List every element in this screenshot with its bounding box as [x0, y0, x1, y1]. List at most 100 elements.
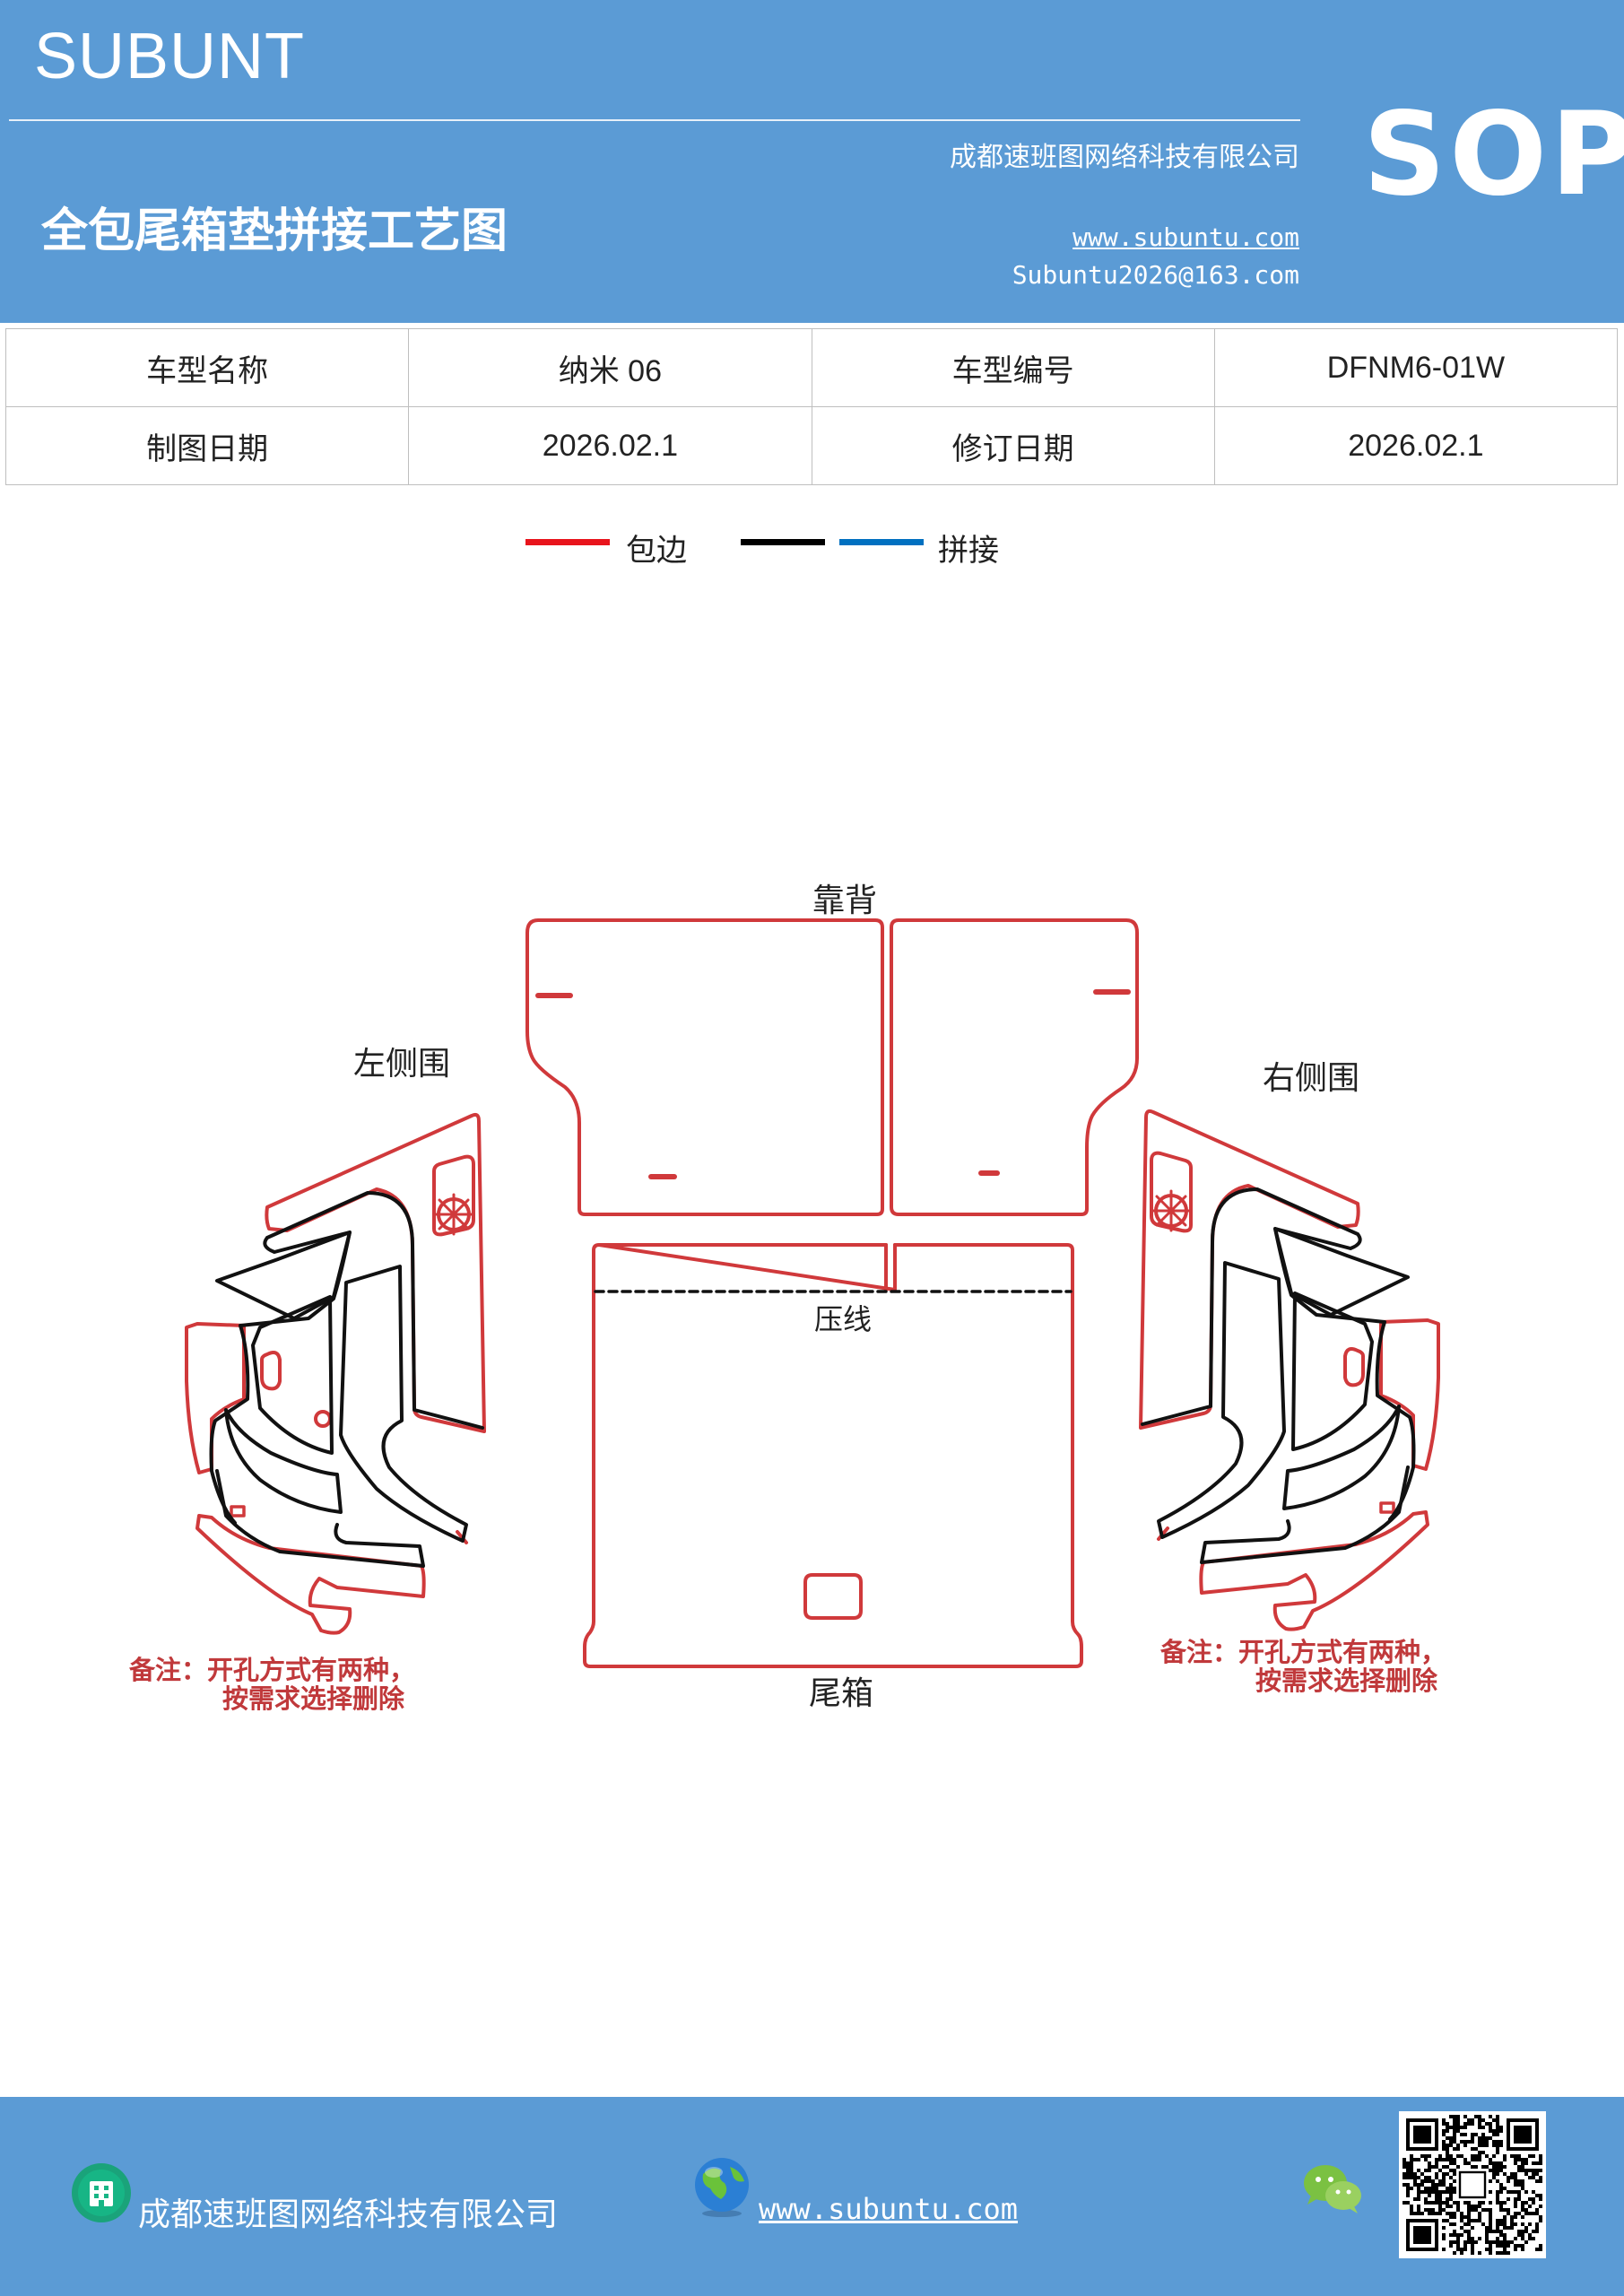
qr-module — [1524, 2201, 1528, 2205]
qr-module — [1514, 2158, 1517, 2161]
qr-module — [1521, 2244, 1524, 2248]
qr-module — [1532, 2237, 1535, 2240]
qr-module — [1474, 2154, 1478, 2158]
table-row: 制图日期 2026.02.1 修订日期 2026.02.1 — [4, 406, 1619, 485]
qr-module — [1478, 2118, 1481, 2122]
qr-module — [1435, 2190, 1438, 2194]
qr-module — [1435, 2183, 1438, 2187]
qr-module — [1521, 2248, 1524, 2251]
qr-module — [1410, 2187, 1413, 2190]
qr-module — [1481, 2140, 1485, 2144]
qr-module — [1481, 2126, 1485, 2129]
qr-module — [1517, 2212, 1521, 2215]
qr-module — [1539, 2179, 1542, 2183]
qr-module — [1442, 2165, 1446, 2169]
qr-module — [1442, 2129, 1446, 2133]
qr-module — [1524, 2212, 1528, 2215]
left-side-oval-slot — [260, 1351, 282, 1391]
qr-module — [1456, 2126, 1460, 2129]
qr-code[interactable] — [1399, 2111, 1546, 2258]
legend-line-blue — [839, 539, 924, 545]
qr-module — [1496, 2219, 1499, 2222]
revision-date-label: 修订日期 — [811, 406, 1215, 485]
qr-module — [1499, 2230, 1503, 2233]
qr-module — [1453, 2201, 1456, 2205]
qr-module — [1499, 2126, 1503, 2129]
qr-module — [1406, 2201, 1410, 2205]
qr-module — [1453, 2169, 1456, 2172]
qr-module — [1535, 2161, 1539, 2165]
qr-module — [1517, 2183, 1521, 2187]
qr-module — [1453, 2158, 1456, 2161]
qr-module — [1492, 2154, 1496, 2158]
footer-website-link[interactable]: www.subuntu.com — [759, 2192, 1018, 2226]
qr-module — [1449, 2233, 1453, 2237]
qr-module — [1456, 2154, 1460, 2158]
qr-module — [1428, 2187, 1431, 2190]
qr-module — [1453, 2222, 1456, 2226]
qr-module — [1517, 2179, 1521, 2183]
qr-module — [1449, 2115, 1453, 2118]
qr-module — [1471, 2237, 1474, 2240]
qr-module — [1514, 2215, 1517, 2219]
wechat-icon[interactable] — [1302, 2161, 1365, 2215]
qr-module — [1521, 2222, 1524, 2226]
qr-module — [1532, 2230, 1535, 2233]
qr-module — [1539, 2154, 1542, 2158]
qr-module — [1503, 2251, 1507, 2255]
qr-module — [1492, 2118, 1496, 2122]
qr-module — [1514, 2161, 1517, 2165]
qr-module — [1431, 2190, 1435, 2194]
qr-module — [1460, 2233, 1463, 2237]
qr-module — [1535, 2222, 1539, 2226]
qr-module — [1417, 2190, 1420, 2194]
backrest-right-panel — [890, 918, 1139, 1216]
header-website-link[interactable]: www.subuntu.com — [1073, 222, 1299, 252]
right-side-oval-slot — [1343, 1347, 1365, 1387]
qr-module — [1456, 2233, 1460, 2237]
trunk-center-seam — [884, 1243, 897, 1292]
qr-module — [1489, 2129, 1492, 2133]
qr-module — [1507, 2179, 1510, 2183]
qr-module — [1463, 2144, 1467, 2147]
qr-module — [1438, 2212, 1442, 2215]
qr-module — [1471, 2118, 1474, 2122]
qr-module — [1489, 2201, 1492, 2205]
qr-module — [1474, 2133, 1478, 2136]
qr-module — [1521, 2161, 1524, 2165]
qr-module — [1499, 2201, 1503, 2205]
qr-module — [1456, 2118, 1460, 2122]
right-seam-front-wedge — [1273, 1227, 1410, 1317]
qr-module — [1485, 2230, 1489, 2233]
qr-module — [1514, 2172, 1517, 2176]
qr-module — [1428, 2165, 1431, 2169]
qr-module — [1446, 2158, 1449, 2161]
qr-module — [1539, 2169, 1542, 2172]
qr-module — [1521, 2179, 1524, 2183]
qr-module — [1420, 2212, 1424, 2215]
qr-module — [1446, 2122, 1449, 2126]
qr-module — [1478, 2237, 1481, 2240]
qr-module — [1410, 2158, 1413, 2161]
qr-module — [1496, 2129, 1499, 2133]
qr-module — [1424, 2208, 1428, 2212]
qr-module — [1435, 2212, 1438, 2215]
brand-name: SUBUNT — [34, 21, 306, 92]
qr-module — [1431, 2208, 1435, 2212]
right-seam-lower-wedge — [1282, 1405, 1401, 1510]
qr-module — [1442, 2226, 1446, 2230]
qr-module — [1406, 2176, 1410, 2179]
qr-module — [1413, 2183, 1417, 2187]
qr-module — [1535, 2172, 1539, 2176]
qr-module — [1413, 2176, 1417, 2179]
qr-module — [1460, 2251, 1463, 2255]
vehicle-info-table: 车型名称 纳米 06 车型编号 DFNM6-01W 制图日期 2026.02.1… — [4, 328, 1619, 485]
qr-module — [1453, 2118, 1456, 2122]
qr-module — [1535, 2226, 1539, 2230]
qr-module — [1410, 2205, 1413, 2208]
qr-module — [1489, 2126, 1492, 2129]
qr-module — [1517, 2230, 1521, 2233]
qr-module — [1539, 2197, 1542, 2201]
left-side-vent-spokes — [432, 1193, 475, 1236]
qr-module — [1453, 2233, 1456, 2237]
